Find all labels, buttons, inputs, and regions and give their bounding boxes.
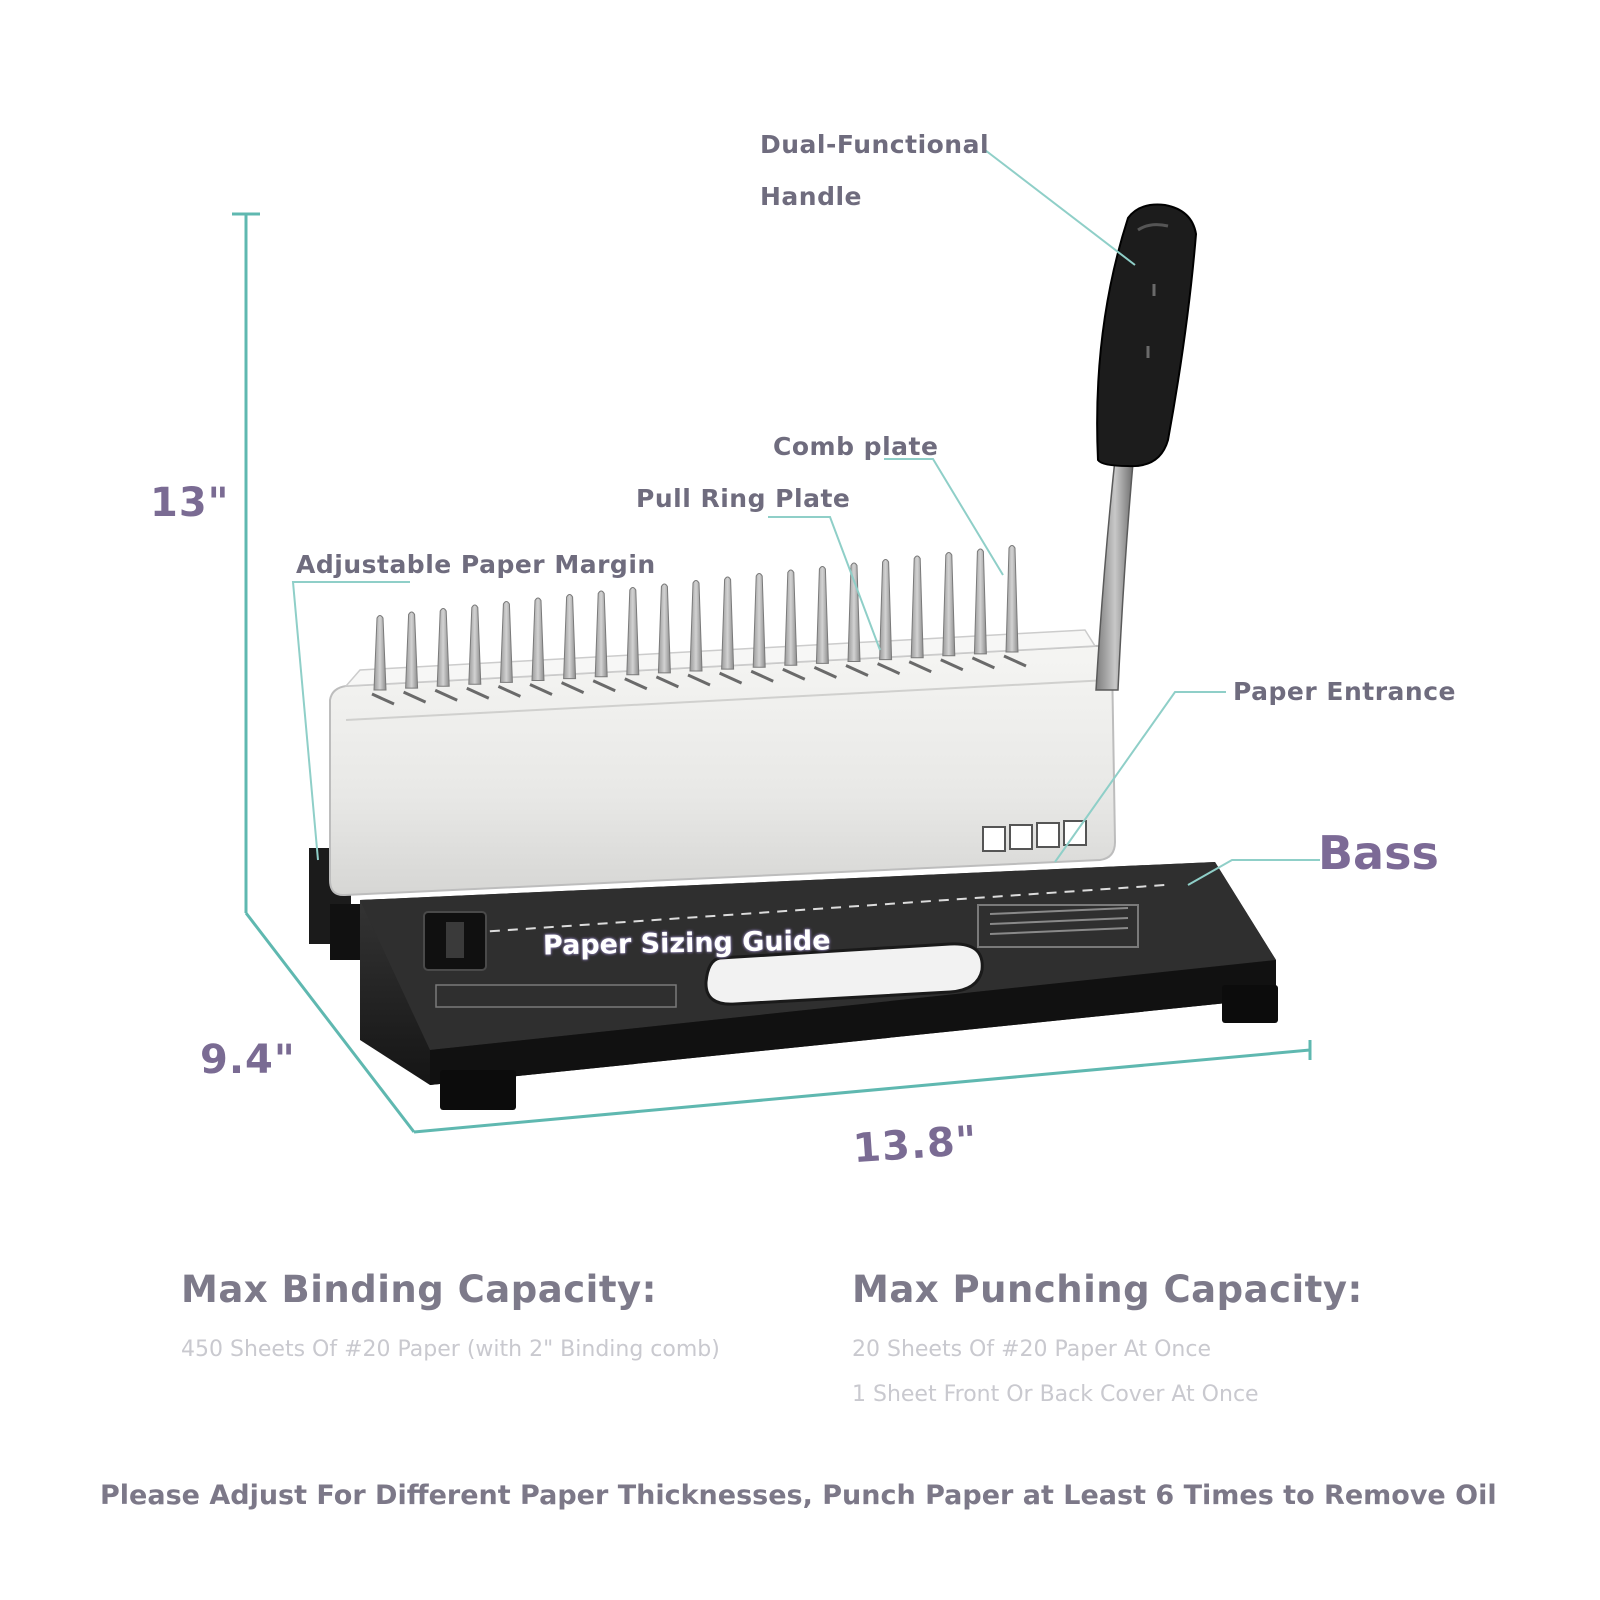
- comb-slot: [592, 679, 616, 693]
- dimension-lines: [232, 212, 1312, 1134]
- usage-note: Please Adjust For Different Paper Thickn…: [100, 1480, 1497, 1511]
- width-dimension-line: [413, 1048, 1311, 1134]
- comb-slot: [782, 667, 806, 681]
- pull-ring-plate-label: Pull Ring Plate: [636, 484, 851, 513]
- comb-slot: [750, 669, 774, 683]
- base-plate: [309, 848, 1278, 1110]
- handle-label-line2: Handle: [760, 182, 863, 211]
- comb-slot: [940, 658, 964, 672]
- comb-slot: [845, 664, 869, 677]
- comb-slot: [466, 686, 490, 700]
- paper-sizing-guide-label: Paper Sizing Guide: [542, 925, 831, 962]
- punching-capacity-section: Max Punching Capacity: 20 Sheets Of #20 …: [852, 1268, 1363, 1407]
- punching-capacity-detail-1: 20 Sheets Of #20 Paper At Once: [852, 1337, 1211, 1362]
- comb-slot: [529, 683, 553, 696]
- comb-tooth: [563, 594, 577, 680]
- comb-tooth: [721, 576, 735, 670]
- comb-tooth: [405, 611, 419, 689]
- comb-tooth: [1005, 545, 1019, 653]
- comb-slot: [560, 681, 585, 694]
- comb-slot: [876, 662, 901, 675]
- comb-tooth: [499, 601, 513, 683]
- comb-slot: [908, 660, 932, 674]
- comb-slot: [971, 656, 996, 670]
- comb-tooth: [752, 573, 766, 668]
- comb-tooth: [531, 597, 545, 681]
- comb-tooth: [784, 569, 798, 666]
- comb-tooth: [879, 559, 893, 661]
- comb-tooth: [942, 552, 956, 657]
- binding-capacity-heading: Max Binding Capacity:: [181, 1268, 657, 1311]
- comb-plate-label: Comb plate: [773, 432, 939, 461]
- height-dimension-label: 13": [150, 480, 230, 526]
- comb-tooth: [815, 566, 829, 664]
- binding-capacity-detail: 450 Sheets Of #20 Paper (with 2" Binding…: [181, 1337, 720, 1362]
- comb-tooth: [594, 590, 608, 678]
- comb-tooth: [468, 604, 482, 685]
- punching-capacity-detail-2: 1 Sheet Front Or Back Cover At Once: [852, 1382, 1259, 1407]
- comb-slot: [718, 671, 743, 685]
- comb-slot: [655, 675, 680, 689]
- depth-dimension-label: 9.4": [200, 1037, 296, 1083]
- handle-label-line1: Dual-Functional: [760, 130, 990, 159]
- comb-plate-teeth: [371, 545, 1027, 706]
- comb-tooth: [373, 615, 387, 691]
- width-dimension-label: 13.8": [851, 1117, 979, 1173]
- comb-tooth: [689, 580, 703, 672]
- comb-tooth: [657, 583, 671, 674]
- comb-tooth: [436, 608, 450, 687]
- paper-entrance-label: Paper Entrance: [1233, 677, 1457, 706]
- comb-tooth: [910, 555, 924, 659]
- dual-functional-handle: [1095, 203, 1198, 691]
- comb-tooth: [626, 587, 640, 676]
- comb-slot: [624, 677, 648, 691]
- punching-capacity-heading: Max Punching Capacity:: [852, 1268, 1363, 1311]
- comb-slot: [687, 673, 711, 687]
- binding-capacity-section: Max Binding Capacity: 450 Sheets Of #20 …: [181, 1268, 720, 1362]
- comb-slot: [371, 692, 395, 706]
- base-label: Bass: [1318, 826, 1439, 880]
- comb-slot: [434, 688, 458, 702]
- comb-tooth: [973, 548, 987, 655]
- paper-margin-label: Adjustable Paper Margin: [296, 550, 656, 579]
- comb-slot: [402, 690, 427, 704]
- callout-leader-lines: [291, 149, 1320, 886]
- comb-slot: [1003, 654, 1027, 668]
- depth-dimension-line: [244, 912, 416, 1133]
- comb-slot: [497, 685, 522, 698]
- comb-slot: [813, 666, 838, 679]
- comb-tooth: [847, 562, 861, 662]
